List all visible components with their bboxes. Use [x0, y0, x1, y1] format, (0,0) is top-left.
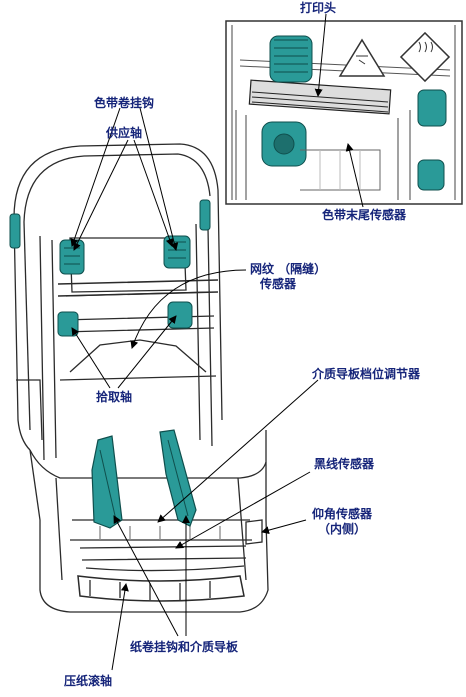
label-ribbon-out-sensor: 色带末尾传感器 — [322, 208, 407, 222]
media-guide-right — [159, 429, 197, 527]
hot-surface-icon — [399, 31, 451, 83]
print-head-inset — [225, 20, 463, 205]
label-head-up-sensor: 仰角传感器 （内侧） — [312, 507, 372, 537]
inset-teal-gear-lower — [261, 121, 307, 167]
printer-body — [13, 143, 269, 613]
label-web-gap-sensor-line2: 传感器 — [260, 277, 297, 291]
warning-triangle-icon — [338, 38, 386, 77]
label-print-head: 打印头 — [300, 1, 337, 15]
inset-teal-gear-right — [417, 89, 447, 191]
label-black-mark-sensor: 黑线传感器 — [314, 457, 375, 471]
label-head-up-sensor-line2: （内侧） — [318, 522, 367, 536]
print-head-bar — [248, 79, 392, 115]
label-pickup-spindle: 拾取轴 — [96, 390, 133, 404]
label-web-gap-sensor: 网纹 （隔缝） 传感器 — [250, 262, 326, 292]
callout-lines — [70, 13, 364, 671]
media-guide-left — [91, 435, 123, 529]
ribbon-supply-spindle-part — [163, 235, 191, 269]
label-media-guide-stop-adjuster: 介质导板档位调节器 — [312, 367, 421, 381]
label-roll-holder-and-media-guides: 纸卷挂钩和介质导板 — [130, 640, 239, 654]
label-platen-roller: 压纸滚轴 — [64, 674, 113, 688]
label-ribbon-take-up-spindle: 色带卷挂钩 — [94, 96, 155, 110]
label-head-up-sensor-line1: 仰角传感器 — [312, 507, 373, 521]
inset-teal-gear — [269, 35, 313, 83]
side-teal-latches — [9, 199, 211, 249]
label-ribbon-supply-spindle: 供应轴 — [106, 126, 143, 140]
label-web-gap-sensor-line1: 网纹 （隔缝） — [250, 262, 327, 276]
